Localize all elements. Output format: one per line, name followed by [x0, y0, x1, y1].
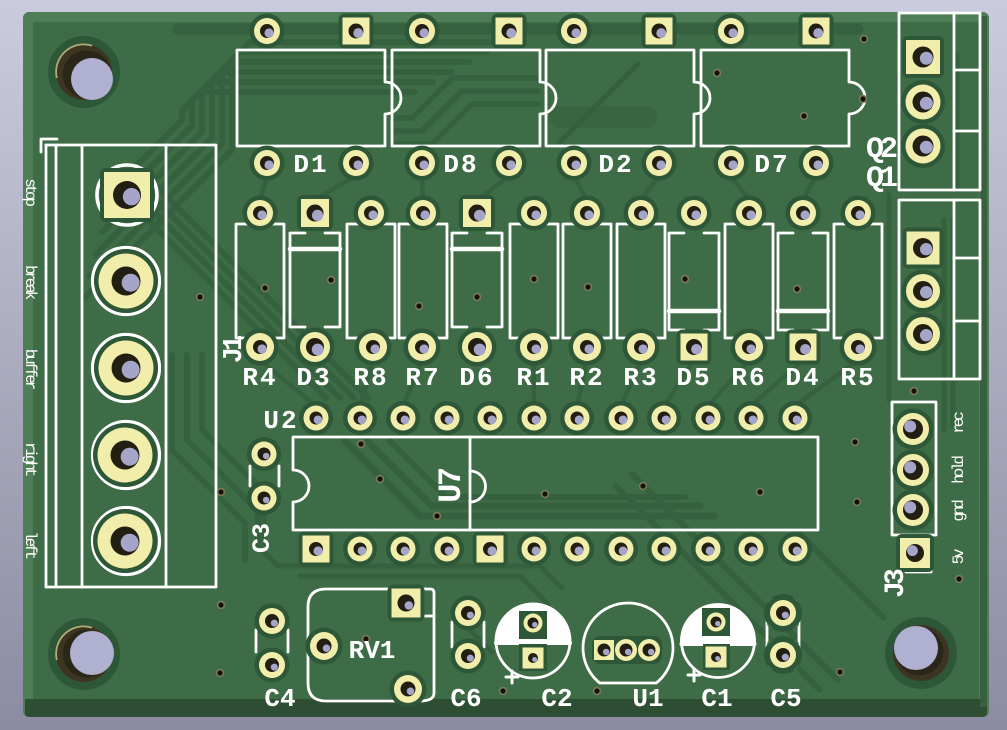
svg-text:J3: J3 [881, 569, 912, 598]
svg-text:stop: stop [21, 178, 39, 206]
svg-text:gnd: gnd [950, 500, 968, 522]
svg-text:left: left [21, 531, 39, 558]
svg-text:C3: C3 [248, 523, 277, 553]
svg-text:hold: hold [950, 456, 968, 484]
svg-text:C4: C4 [264, 684, 295, 714]
svg-text:D7: D7 [754, 150, 789, 180]
svg-text:U2: U2 [263, 406, 298, 436]
svg-text:C1: C1 [701, 684, 732, 714]
svg-text:D1: D1 [293, 150, 328, 180]
svg-text:C6: C6 [450, 684, 481, 714]
svg-text:R5: R5 [840, 363, 875, 393]
svg-text:R6: R6 [731, 363, 766, 393]
svg-text:Q1: Q1 [866, 162, 897, 196]
svg-text:D2: D2 [598, 150, 633, 180]
svg-text:R2: R2 [569, 363, 604, 393]
svg-text:D4: D4 [785, 363, 820, 393]
svg-text:U1: U1 [632, 684, 663, 714]
svg-text:J1: J1 [220, 335, 250, 363]
svg-text:R7: R7 [405, 363, 440, 393]
svg-text:D3: D3 [296, 363, 331, 393]
svg-text:D6: D6 [459, 363, 494, 393]
svg-text:C2: C2 [541, 684, 572, 714]
svg-text:rec: rec [950, 412, 968, 434]
svg-text:5v: 5v [950, 548, 968, 564]
svg-text:D5: D5 [676, 363, 711, 393]
svg-text:R8: R8 [353, 363, 388, 393]
svg-text:break: break [21, 265, 39, 300]
svg-text:buffer: buffer [21, 349, 39, 390]
svg-text:C5: C5 [770, 684, 801, 714]
svg-text:R4: R4 [242, 363, 277, 393]
svg-text:R1: R1 [516, 363, 551, 393]
svg-text:R3: R3 [623, 363, 658, 393]
svg-text:right: right [21, 442, 39, 476]
svg-text:D8: D8 [443, 150, 478, 180]
svg-text:U7: U7 [433, 468, 470, 503]
svg-text:RV1: RV1 [349, 636, 396, 666]
